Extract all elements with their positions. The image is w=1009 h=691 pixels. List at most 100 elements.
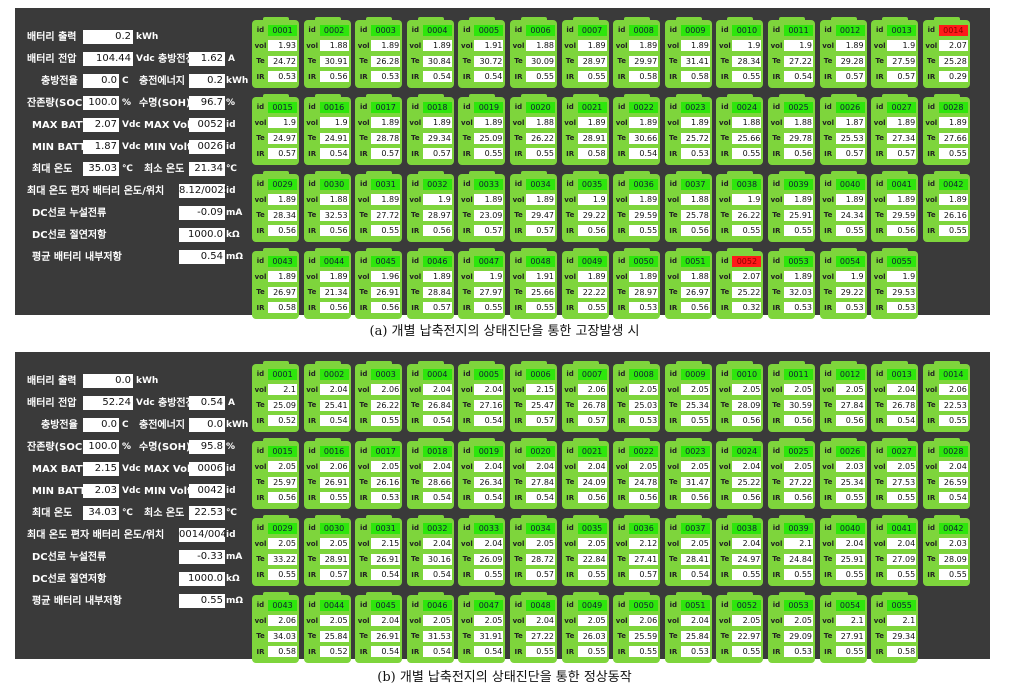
battery-cell[interactable]: id0043vol2.06Te34.03IR0.58 [252,592,299,663]
battery-cell[interactable]: id0006vol1.88Te30.09IR0.55 [510,17,557,88]
battery-cell[interactable]: id0015vol1.9Te24.97IR0.57 [252,94,299,165]
battery-cell[interactable]: id0019vol1.89Te25.09IR0.55 [458,94,506,165]
battery-cell[interactable]: id0024vol1.88Te25.66IR0.55 [716,94,764,165]
battery-cell[interactable]: id0040vol2.04Te25.91IR0.55 [819,515,867,586]
battery-cell[interactable]: id0043vol1.89Te26.97IR0.58 [252,248,299,319]
battery-cell[interactable]: id0038vol2.04Te24.97IR0.55 [716,515,764,586]
battery-cell[interactable]: id0020vol1.88Te26.22IR0.55 [510,94,557,165]
battery-cell[interactable]: id0054vol2.1Te27.91IR0.55 [819,592,867,663]
battery-cell[interactable]: id0023vol2.05Te31.47IR0.56 [664,438,712,509]
battery-cell[interactable]: id0021vol1.89Te28.91IR0.58 [561,94,609,165]
battery-cell[interactable]: id0025vol2.05Te27.22IR0.56 [768,438,815,509]
battery-cell[interactable]: id0005vol1.91Te30.72IR0.54 [458,17,506,88]
battery-cell[interactable]: id0050vol2.06Te25.59IR0.55 [613,592,661,663]
battery-cell[interactable]: id0031vol2.15Te26.91IR0.54 [355,515,403,586]
battery-cell[interactable]: id0016vol2.06Te26.91IR0.55 [303,438,351,509]
battery-cell[interactable]: id0030vol2.05Te28.91IR0.57 [303,515,351,586]
battery-cell[interactable]: id0020vol2.04Te27.84IR0.54 [510,438,557,509]
battery-cell[interactable]: id0014vol2.07Te25.28IR0.29 [922,17,970,88]
battery-cell[interactable]: id0015vol2.05Te25.97IR0.56 [252,438,299,509]
battery-cell[interactable]: id0025vol1.88Te29.78IR0.56 [768,94,815,165]
battery-cell[interactable]: id0044vol1.89Te21.34IR0.56 [303,248,351,319]
battery-cell[interactable]: id0052vol2.05Te22.97IR0.55 [716,592,764,663]
battery-cell[interactable]: id0023vol1.89Te25.72IR0.53 [664,94,712,165]
battery-cell[interactable]: id0041vol2.04Te27.09IR0.55 [871,515,919,586]
battery-cell[interactable]: id0050vol1.89Te28.97IR0.53 [613,248,661,319]
battery-cell[interactable]: id0048vol2.04Te27.22IR0.55 [510,592,557,663]
battery-cell[interactable]: id0029vol2.05Te33.22IR0.55 [252,515,299,586]
battery-cell[interactable]: id0036vol2.12Te27.41IR0.57 [613,515,661,586]
battery-cell[interactable]: id0014vol2.06Te22.53IR0.55 [922,361,970,432]
battery-cell[interactable]: id0044vol2.05Te25.84IR0.52 [303,592,351,663]
battery-cell[interactable]: id0053vol2.05Te29.09IR0.53 [768,592,815,663]
battery-cell[interactable]: id0031vol1.89Te27.72IR0.55 [355,171,403,242]
battery-cell[interactable]: id0008vol1.89Te29.97IR0.58 [613,17,661,88]
battery-cell[interactable]: id0036vol1.89Te29.59IR0.55 [613,171,661,242]
battery-cell[interactable]: id0016vol1.9Te24.91IR0.54 [303,94,351,165]
battery-cell[interactable]: id0007vol1.89Te28.97IR0.55 [561,17,609,88]
battery-cell[interactable]: id0040vol1.89Te24.34IR0.55 [819,171,867,242]
battery-cell[interactable]: id0042vol1.89Te26.16IR0.55 [922,171,970,242]
battery-cell[interactable]: id0048vol1.91Te25.66IR0.55 [510,248,557,319]
battery-cell[interactable]: id0008vol2.05Te25.03IR0.53 [613,361,661,432]
battery-cell[interactable]: id0021vol2.04Te24.09IR0.56 [561,438,609,509]
battery-cell[interactable]: id0004vol2.04Te26.84IR0.54 [406,361,454,432]
battery-cell[interactable]: id0022vol1.89Te30.66IR0.54 [613,94,661,165]
battery-cell[interactable]: id0006vol2.15Te25.47IR0.57 [510,361,557,432]
battery-cell[interactable]: id0003vol1.89Te26.28IR0.53 [355,17,403,88]
battery-cell[interactable]: id0041vol1.89Te29.59IR0.56 [871,171,919,242]
battery-cell[interactable]: id0001vol1.93Te24.72IR0.53 [252,17,299,88]
battery-cell[interactable]: id0027vol2.05Te27.53IR0.55 [871,438,919,509]
battery-cell[interactable]: id0047vol2.05Te31.91IR0.54 [458,592,506,663]
battery-cell[interactable]: id0011vol2.05Te30.59IR0.56 [768,361,815,432]
battery-cell[interactable]: id0029vol1.89Te28.34IR0.56 [252,171,299,242]
battery-cell[interactable]: id0012vol1.89Te29.28IR0.57 [819,17,867,88]
battery-cell[interactable]: id0028vol2.04Te26.59IR0.54 [922,438,970,509]
battery-cell[interactable]: id0005vol2.04Te27.16IR0.54 [458,361,506,432]
battery-cell[interactable]: id0010vol1.9Te28.34IR0.55 [716,17,764,88]
battery-cell[interactable]: id0002vol2.04Te25.41IR0.54 [303,361,351,432]
battery-cell[interactable]: id0026vol1.87Te25.53IR0.57 [819,94,867,165]
battery-cell[interactable]: id0042vol2.03Te28.09IR0.55 [922,515,970,586]
battery-cell[interactable]: id0049vol1.89Te22.22IR0.55 [561,248,609,319]
battery-cell[interactable]: id0018vol1.89Te29.34IR0.57 [406,94,454,165]
battery-cell[interactable]: id0011vol1.9Te27.22IR0.54 [768,17,815,88]
battery-cell[interactable]: id0033vol2.04Te26.09IR0.55 [458,515,506,586]
battery-cell[interactable]: id0037vol2.05Te28.41IR0.54 [664,515,712,586]
battery-cell[interactable]: id0035vol1.9Te29.22IR0.56 [561,171,609,242]
battery-cell[interactable]: id0017vol1.89Te28.78IR0.57 [355,94,403,165]
battery-cell[interactable]: id0002vol1.88Te30.91IR0.56 [303,17,351,88]
battery-cell[interactable]: id0033vol1.89Te23.09IR0.57 [458,171,506,242]
battery-cell[interactable]: id0030vol1.88Te32.53IR0.56 [303,171,351,242]
battery-cell[interactable]: id0018vol2.04Te28.66IR0.54 [406,438,454,509]
battery-cell[interactable]: id0022vol2.05Te24.78IR0.56 [613,438,661,509]
battery-cell[interactable]: id0007vol2.06Te26.78IR0.57 [561,361,609,432]
battery-cell[interactable]: id0003vol2.06Te26.22IR0.55 [355,361,403,432]
battery-cell[interactable]: id0012vol2.05Te27.84IR0.56 [819,361,867,432]
battery-cell[interactable]: id0032vol1.9Te28.97IR0.56 [406,171,454,242]
battery-cell[interactable]: id0032vol2.04Te30.16IR0.54 [406,515,454,586]
battery-cell[interactable]: id0046vol1.89Te28.84IR0.57 [406,248,454,319]
battery-cell[interactable]: id0055vol1.9Te29.53IR0.53 [871,248,919,319]
battery-cell[interactable]: id0027vol1.89Te27.34IR0.57 [871,94,919,165]
battery-cell[interactable]: id0009vol2.05Te25.34IR0.55 [664,361,712,432]
battery-cell[interactable]: id0046vol2.05Te31.53IR0.54 [406,592,454,663]
battery-cell[interactable]: id0045vol1.96Te26.91IR0.56 [355,248,403,319]
battery-cell[interactable]: id0035vol2.05Te22.84IR0.55 [561,515,609,586]
battery-cell[interactable]: id0052vol2.07Te25.22IR0.32 [716,248,764,319]
battery-cell[interactable]: id0026vol2.03Te25.34IR0.55 [819,438,867,509]
battery-cell[interactable]: id0047vol1.9Te27.97IR0.55 [458,248,506,319]
battery-cell[interactable]: id0054vol1.9Te29.22IR0.53 [819,248,867,319]
battery-cell[interactable]: id0055vol2.1Te29.34IR0.58 [871,592,919,663]
battery-cell[interactable]: id0034vol1.89Te29.47IR0.57 [510,171,557,242]
battery-cell[interactable]: id0051vol2.04Te25.84IR0.53 [664,592,712,663]
battery-cell[interactable]: id0017vol2.05Te26.16IR0.53 [355,438,403,509]
battery-cell[interactable]: id0051vol1.88Te26.97IR0.56 [664,248,712,319]
battery-cell[interactable]: id0053vol1.89Te32.03IR0.53 [768,248,815,319]
battery-cell[interactable]: id0013vol2.04Te26.78IR0.54 [871,361,919,432]
battery-cell[interactable]: id0004vol1.89Te30.84IR0.54 [406,17,454,88]
battery-cell[interactable]: id0039vol2.1Te24.84IR0.55 [768,515,815,586]
battery-cell[interactable]: id0019vol2.04Te26.34IR0.54 [458,438,506,509]
battery-cell[interactable]: id0024vol2.04Te25.22IR0.56 [716,438,764,509]
battery-cell[interactable]: id0009vol1.89Te31.41IR0.58 [664,17,712,88]
